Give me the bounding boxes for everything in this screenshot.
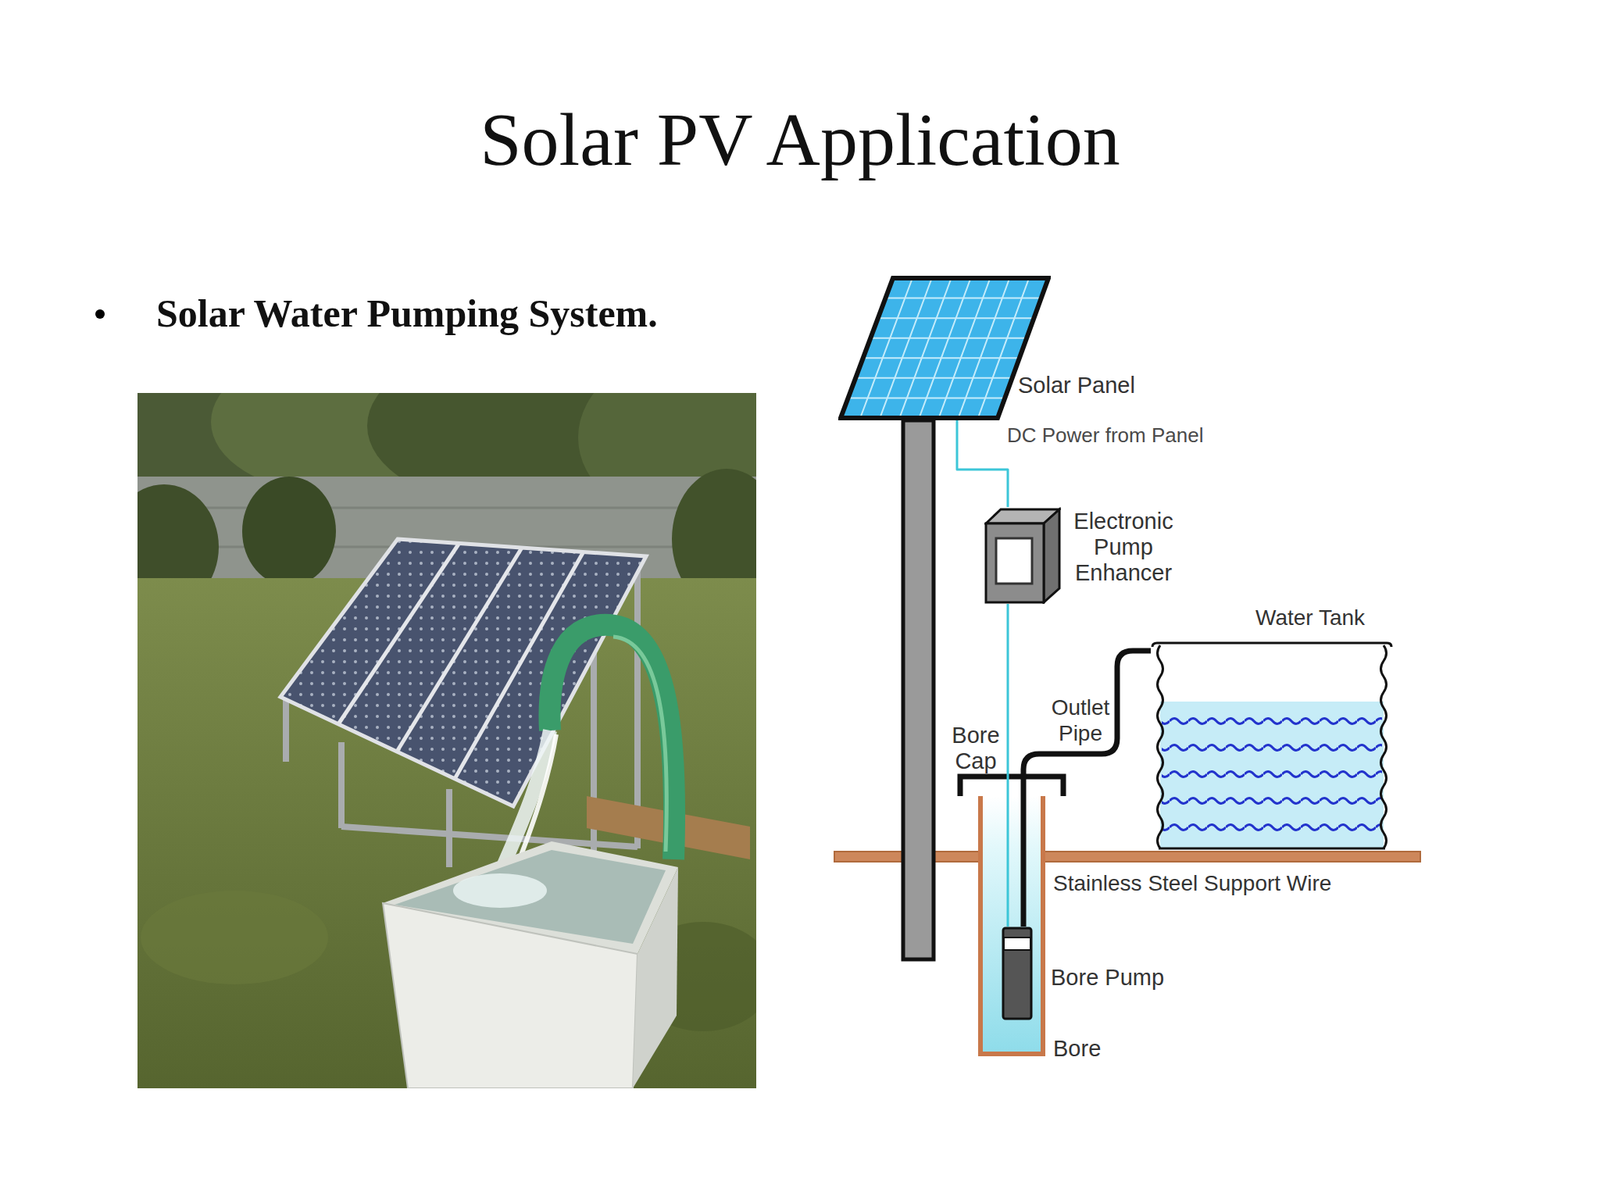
pv-panel-shape-part	[840, 278, 1049, 418]
node-label: Bore Pump	[1050, 964, 1165, 991]
cap-node: Bore Cap	[957, 772, 1067, 797]
field-photo-part	[382, 903, 638, 1089]
field-photo-part	[632, 867, 679, 1089]
panel-node: Solar Panel	[838, 275, 1051, 421]
array-frame-part	[446, 789, 453, 868]
pv-panel-shape-part	[885, 297, 1041, 300]
controller-box-shape-part	[985, 523, 1044, 603]
pv-panel-shape-part	[840, 278, 1049, 418]
storage-tank-shape-part	[1160, 701, 1384, 849]
array-frame-part	[341, 826, 638, 847]
field-photo-part	[137, 392, 757, 1089]
pump-cable	[1007, 603, 1010, 927]
node-label: Electronic Pump Enhancer	[1067, 508, 1179, 586]
well-cap-shape-part	[960, 776, 1064, 797]
submersible-pump-shape-part	[1003, 928, 1032, 1019]
well-shaft-shape-part	[980, 796, 1043, 1054]
node-label: Water Tank	[1255, 604, 1365, 631]
bullet-dot	[95, 309, 105, 319]
field-photo-part	[280, 539, 647, 807]
field-photo-part	[550, 625, 675, 860]
storage-tank-shape	[1150, 634, 1393, 850]
node-label: Solar Panel	[1017, 372, 1136, 399]
connector-label: DC Power from Panel	[1007, 422, 1204, 449]
well-shaft-shape-part	[980, 796, 1043, 1054]
field-photo-part	[137, 507, 757, 510]
pv-panel-shape-part	[848, 396, 1006, 399]
well-cap-shape	[957, 772, 1067, 797]
pv-panel-shape-part	[958, 278, 1011, 418]
submersible-pump-shape-part	[1003, 937, 1031, 950]
storage-tank-shape-part	[1152, 642, 1392, 647]
pv-panel-shape-part	[879, 278, 933, 418]
storage-tank-shape-part	[1381, 645, 1387, 849]
controller-node: Electronic Pump Enhancer	[984, 507, 1061, 604]
connector-label: Outlet Pipe	[1046, 694, 1115, 747]
array-dividers-part	[396, 547, 522, 752]
node-label: Bore Cap	[946, 722, 1006, 775]
panel-pole	[903, 420, 934, 960]
pv-panel-shape-part	[919, 278, 972, 418]
part-label: Stainless Steel Support Wire	[1053, 870, 1332, 897]
pv-panel-shape-part	[878, 317, 1035, 319]
controller-box-shape-part	[996, 538, 1033, 584]
field-photo-part	[280, 539, 647, 807]
array-frame-part	[282, 696, 290, 762]
pv-panel-shape-part	[863, 357, 1020, 359]
array-frame-part	[634, 556, 641, 849]
pv-panel-shape	[838, 275, 1051, 421]
submersible-pump-shape	[1001, 926, 1033, 1021]
storage-tank-shape-part	[1157, 645, 1164, 849]
array-frame-part	[338, 742, 345, 829]
slide-title: Solar PV Application	[0, 96, 1600, 183]
bullet-text: Solar Water Pumping System.	[156, 289, 658, 337]
delivery-pipe	[1023, 650, 1151, 927]
field-photo-part	[140, 890, 329, 985]
node-label: Bore	[1053, 1035, 1101, 1062]
pv-panel-shape-part	[855, 377, 1012, 379]
controller-box-shape-part	[1043, 509, 1060, 603]
controller-box-shape	[984, 507, 1061, 604]
tank-node: Water Tank	[1150, 634, 1393, 850]
dc-wire	[957, 420, 1008, 508]
storage-tank-shape-part	[1161, 707, 1383, 846]
array-dividers-part	[338, 542, 460, 725]
field-photo-part	[280, 539, 647, 807]
pv-panel-shape-part	[899, 278, 951, 418]
pv-panel-shape-part	[939, 278, 991, 418]
storage-tank-shape-part	[1158, 847, 1386, 850]
field-photo	[137, 392, 757, 1089]
pv-panel-shape-part	[870, 337, 1027, 340]
pump-node: Bore Pump	[1001, 926, 1033, 1021]
shaft-node: BoreBore Pump	[977, 796, 1047, 1057]
field-photo-part	[242, 476, 336, 586]
field-photo-part	[453, 873, 547, 908]
field-photo-part	[613, 636, 667, 852]
